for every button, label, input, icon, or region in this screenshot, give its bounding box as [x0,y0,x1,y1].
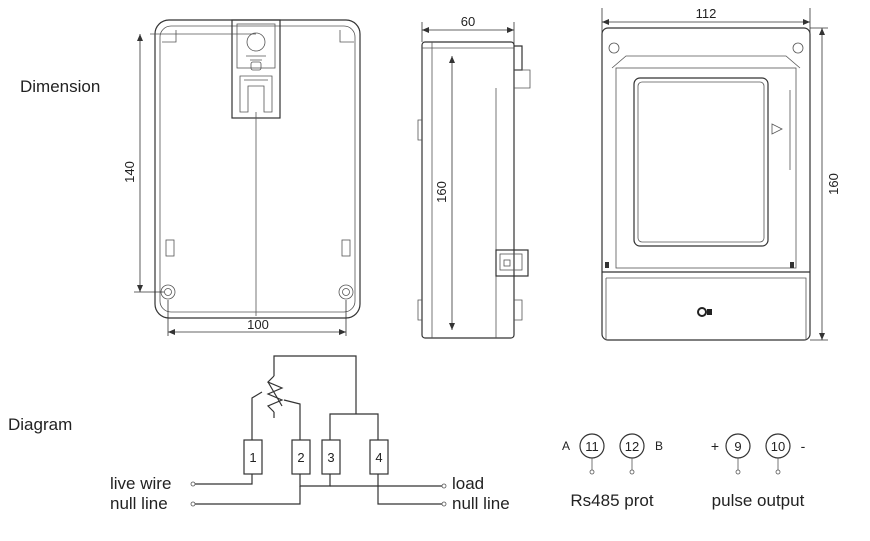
terminal-3-label: 3 [327,450,334,465]
rs485-terminal-a-number: 11 [585,439,599,454]
front-width-dimension: 100 [247,317,269,332]
dimension-section-label: Dimension [20,77,100,96]
rs485-terminals [579,433,645,475]
terminal-1-box [243,439,263,475]
side-height-dimension: 160 [434,181,449,203]
rs485-a-label: A [562,439,570,453]
rs485-caption: Rs485 prot [570,491,653,510]
terminal-1-label: 1 [249,450,256,465]
terminal-3-box [321,439,341,475]
front-height-dimension: 140 [122,161,137,183]
back-height-dimension: 160 [826,173,841,195]
diagram-section-label: Diagram [8,415,72,434]
terminal-2-label: 2 [297,450,304,465]
rs485-terminal-b-number: 12 [625,439,639,454]
rs485-b-label: B [655,439,663,453]
live-wire-label: live wire [110,474,171,493]
side-depth-dimension: 60 [461,14,475,29]
pulse-output-terminals [725,433,791,475]
terminal-2-box [291,439,311,475]
load-label: load [452,474,484,493]
null-line-right-label: null line [452,494,510,513]
pulse-terminal-minus-number: 10 [771,439,785,454]
terminal-4-label: 4 [375,450,382,465]
null-line-left-label: null line [110,494,168,513]
front-view [134,19,361,336]
back-width-dimension: 112 [696,6,717,21]
wiring-diagram [190,355,447,507]
pulse-output-caption: pulse output [712,491,805,510]
back-view [601,8,828,341]
side-view [417,22,531,339]
pulse-plus-label: + [711,438,719,454]
pulse-minus-label: - [801,438,806,454]
pulse-terminal-plus-number: 9 [734,439,741,454]
terminal-4-box [369,439,389,475]
